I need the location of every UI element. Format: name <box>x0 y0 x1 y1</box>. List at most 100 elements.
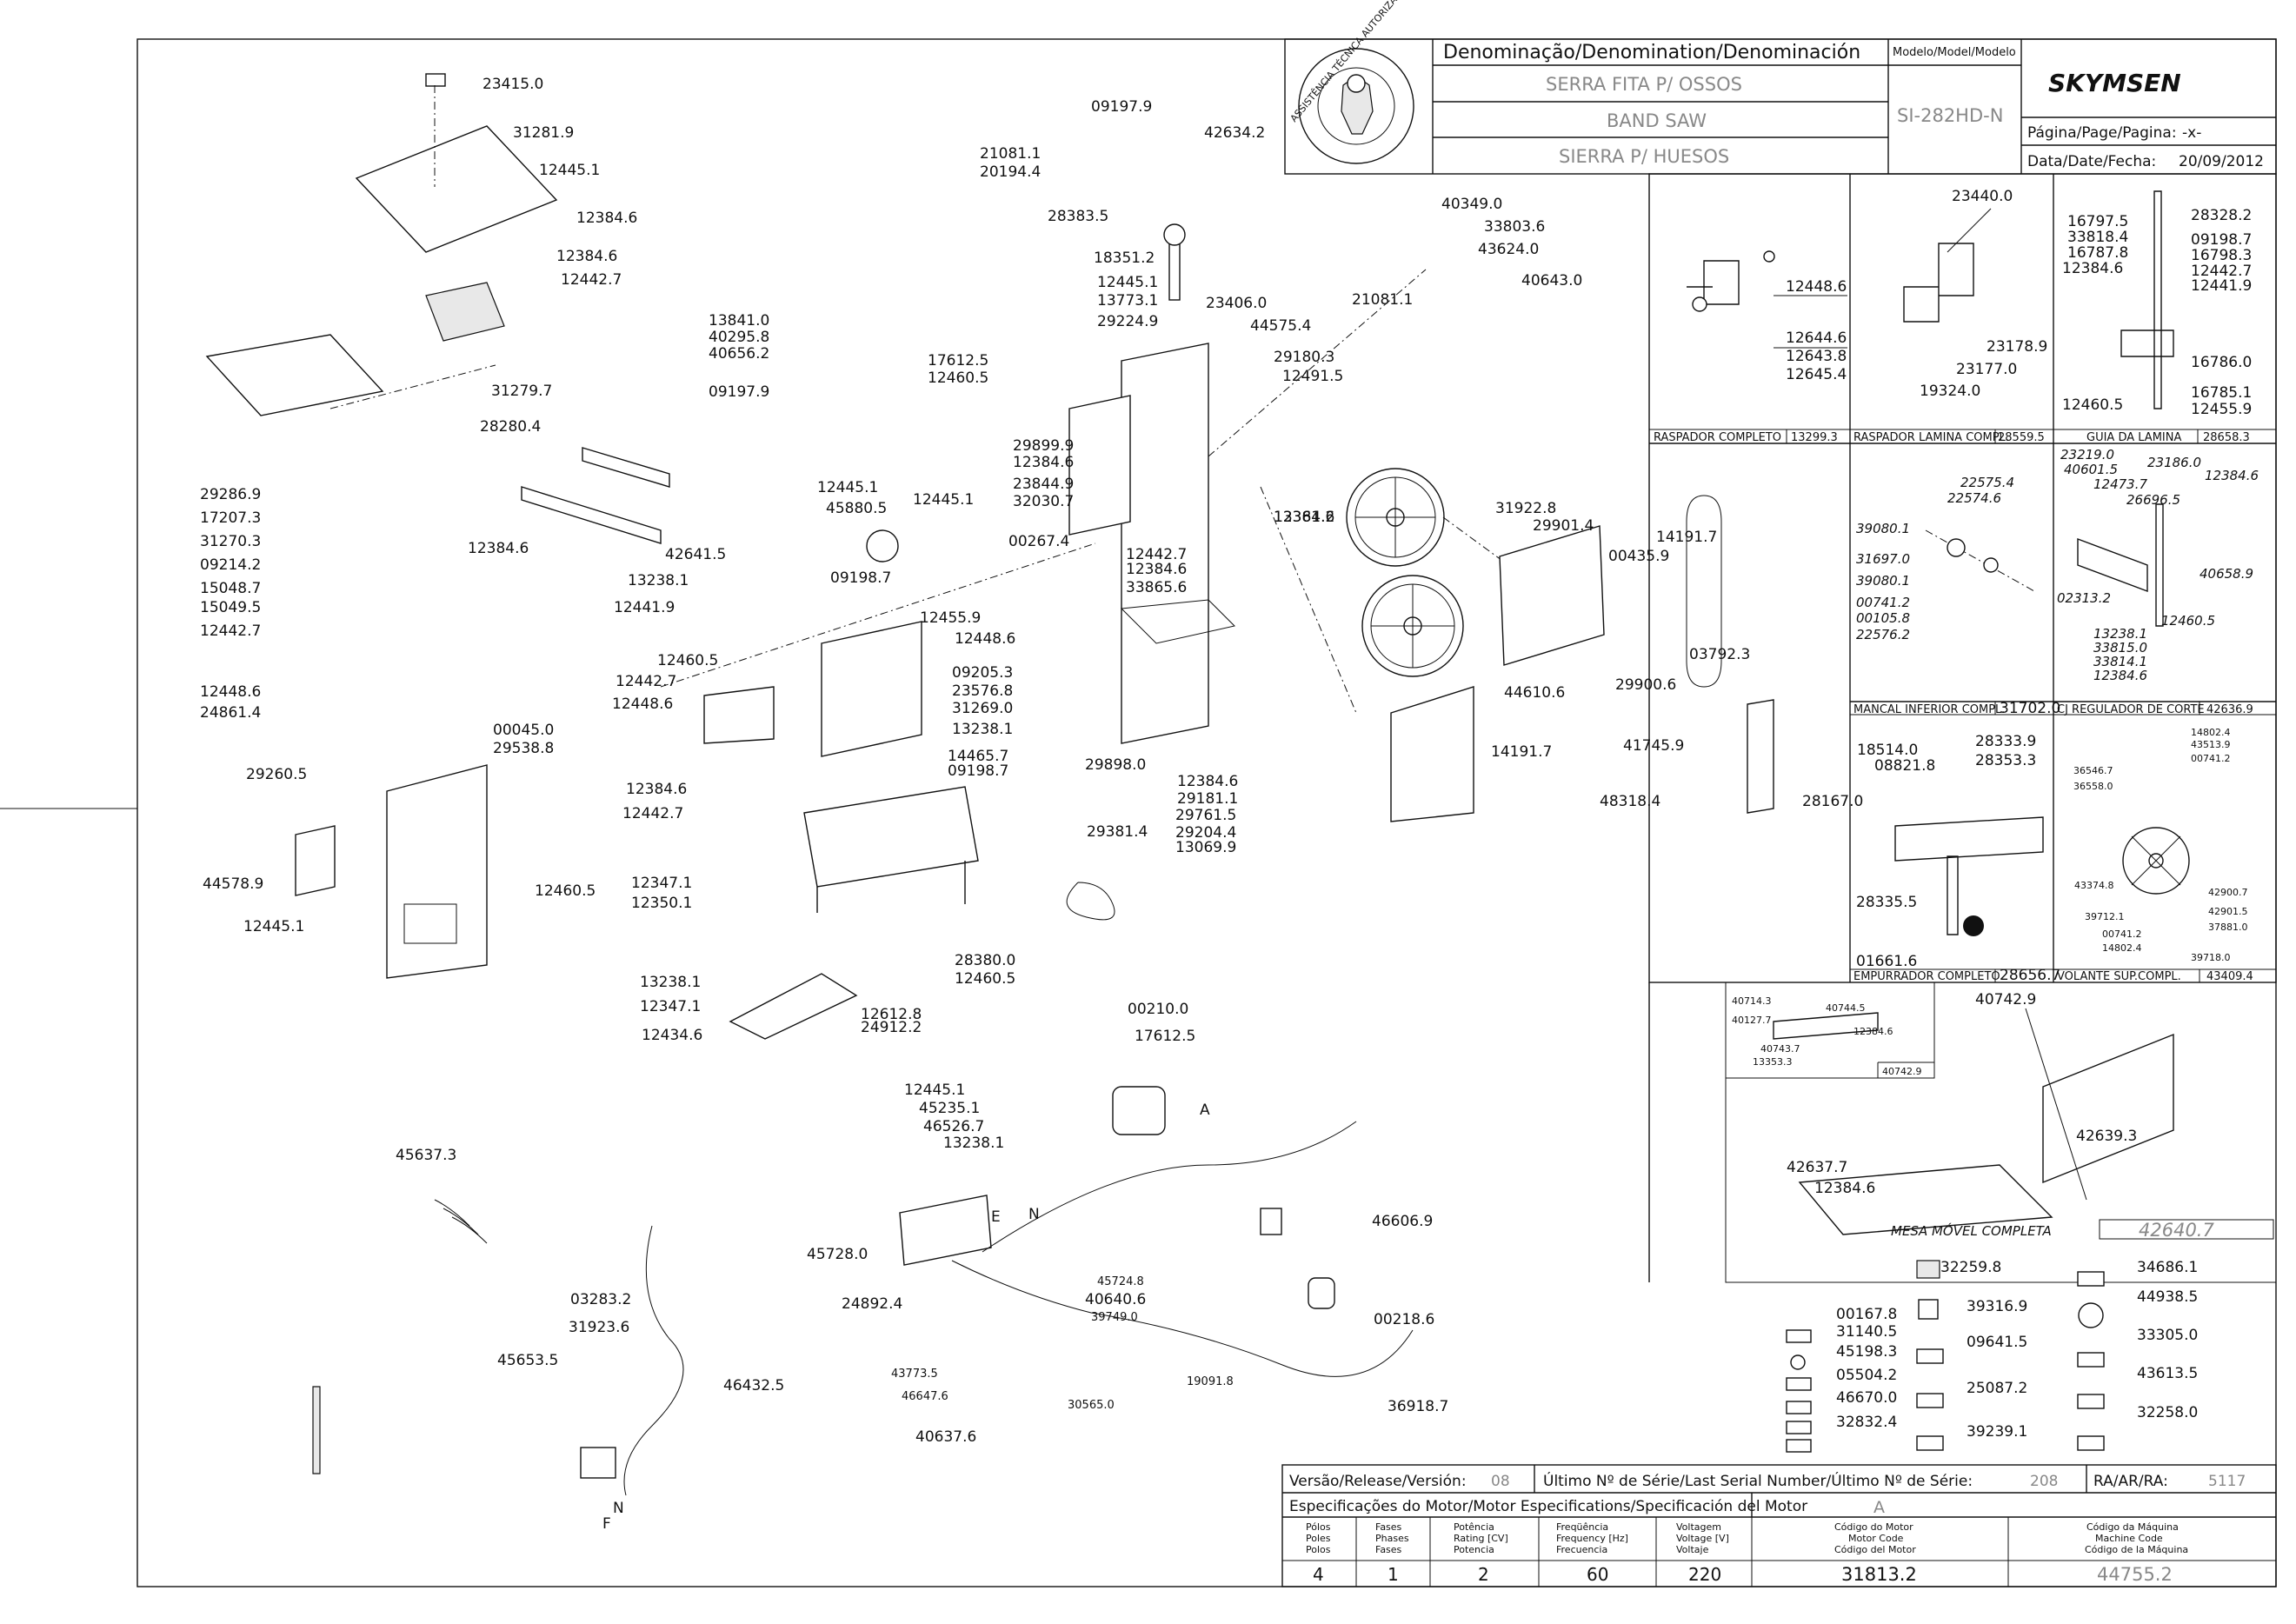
subassembly-code: 42636.9 <box>2206 703 2253 716</box>
wire-label: E <box>991 1208 1001 1226</box>
part-callout: 18351.2 <box>1094 250 1155 267</box>
part-callout: 12445.1 <box>243 918 304 935</box>
part-callout: 40640.6 <box>1085 1291 1146 1308</box>
date-value: 20/09/2012 <box>2179 153 2264 170</box>
col-h2: Machine Code <box>2095 1533 2163 1544</box>
motor-columns: Pólos Poles Polos 4 Fases Phases Fases 1… <box>1306 1521 2188 1585</box>
subassembly-code: 28658.3 <box>2203 431 2250 444</box>
col-h2: Frequency [Hz] <box>1556 1533 1628 1544</box>
subassembly-code: 28559.5 <box>1998 431 2045 444</box>
part-callout: 12445.1 <box>913 491 974 509</box>
part-callout: 12460.5 <box>657 652 718 669</box>
part-label: 12384.6 <box>2205 468 2259 483</box>
part-callout: 12442.7 <box>1126 546 1187 563</box>
part-callout: 24861.4 <box>200 704 261 722</box>
part-label: 33815.0 <box>2093 640 2147 656</box>
part-label: 12644.6 <box>1786 329 1847 347</box>
part-callout: 29899.9 <box>1013 437 1074 455</box>
part-callout: 31923.6 <box>569 1319 629 1336</box>
part-label: 14802.4 <box>2191 727 2231 738</box>
part-callout: 12442.7 <box>561 271 622 289</box>
part-callout: 29898.0 <box>1085 756 1146 774</box>
part-label: 28333.9 <box>1975 733 2036 750</box>
part-label: 12460.5 <box>2161 613 2215 629</box>
part-label: 13353.3 <box>1753 1056 1793 1068</box>
part-callout: 12448.6 <box>200 683 261 701</box>
part-callout: 46606.9 <box>1372 1213 1433 1230</box>
col-value: 44755.2 <box>2097 1564 2173 1585</box>
part-label: 08821.8 <box>1874 757 1935 775</box>
part-callout: 29901.4 <box>1533 517 1594 535</box>
part-callout: 13361.2 <box>1274 509 1334 526</box>
part-label: 02313.2 <box>2057 590 2111 606</box>
part-callout: 29538.8 <box>493 740 554 757</box>
page-label: Página/Page/Pagina: <box>2027 124 2177 142</box>
part-label: 28335.5 <box>1856 894 1917 911</box>
part-label: 33814.1 <box>2093 654 2147 669</box>
part-callout: 44575.4 <box>1250 317 1311 335</box>
part-callout: 12384.6 <box>1013 454 1074 471</box>
subassembly-name: VOLANTE SUP.COMPL. <box>2057 970 2181 983</box>
part-label: 31697.0 <box>1856 551 1910 567</box>
part-callout: 29180.3 <box>1274 349 1334 366</box>
part-callout: 48318.4 <box>1600 793 1660 810</box>
part-callout: 17207.3 <box>200 509 261 527</box>
part-callout: 12384.6 <box>468 540 529 557</box>
part-callout: 03283.2 <box>570 1291 631 1308</box>
col-h3: Código de la Máquina <box>2085 1544 2188 1555</box>
part-callout: 46526.7 <box>923 1118 984 1135</box>
col-h2: Motor Code <box>1848 1533 1904 1544</box>
part-label: 23440.0 <box>1952 188 2013 205</box>
part-callout: 33803.6 <box>1484 218 1545 236</box>
part-callout: 14191.7 <box>1491 743 1552 761</box>
part-label: 40742.9 <box>1975 991 2036 1008</box>
part-label: 09198.7 <box>2191 231 2252 249</box>
part-label: 40601.5 <box>2064 462 2118 477</box>
part-callout: 13773.1 <box>1097 292 1158 309</box>
col-h3: Fases <box>1375 1544 1402 1555</box>
mesa-name: MESA MÓVEL COMPLETA <box>1891 1222 2052 1239</box>
col-h1: Freqüência <box>1556 1521 1608 1533</box>
part-label: 12441.9 <box>2191 277 2252 295</box>
model-header: Modelo/Model/Modelo <box>1893 46 2016 59</box>
part-callout: 40295.8 <box>709 329 769 346</box>
part-callout: 12441.9 <box>614 599 675 616</box>
part-callout: 12347.1 <box>640 998 701 1015</box>
part-callout: 45728.0 <box>807 1246 868 1263</box>
regulador-corte-parts: 23219.0 40601.5 12473.7 23186.0 12384.6 … <box>2057 447 2259 683</box>
part-callout: 00267.4 <box>1008 533 1069 550</box>
part-callout: 00045.0 <box>493 722 554 739</box>
accessory-code: 34686.1 <box>2137 1259 2198 1276</box>
motor-spec-label: Especificações do Motor/Motor Especifica… <box>1289 1498 1807 1515</box>
accessory-code: 00167.8 <box>1836 1306 1897 1323</box>
part-callout: 44578.9 <box>203 875 263 893</box>
part-callout: 03792.3 <box>1689 646 1750 663</box>
part-callout: 20194.4 <box>980 163 1041 181</box>
col-h2: Voltage [V] <box>1676 1533 1729 1544</box>
col-value: 1 <box>1388 1564 1399 1585</box>
part-label: 16787.8 <box>2067 244 2128 262</box>
part-callout: 12612.8 <box>861 1006 922 1023</box>
raspador-parts: 12448.6 12644.6 12643.8 12645.4 <box>1687 250 1847 383</box>
part-callout: 24912.2 <box>861 1019 922 1036</box>
col-h3: Potencia <box>1454 1544 1494 1555</box>
serial-label: Último Nº de Série/Last Serial Number/Úl… <box>1543 1471 1973 1490</box>
part-callout: 13238.1 <box>943 1135 1004 1152</box>
accessory-code: 32259.8 <box>1940 1259 2001 1276</box>
part-callout: 46647.6 <box>902 1390 948 1403</box>
part-callout: 23415.0 <box>482 76 543 93</box>
accessory-code: 43613.5 <box>2137 1365 2198 1382</box>
part-callout: 14191.7 <box>1656 529 1717 546</box>
part-callout: 12455.9 <box>920 609 981 627</box>
part-label: 00741.2 <box>1856 595 1910 610</box>
part-label: 23177.0 <box>1956 361 2017 378</box>
part-callout: 29181.1 <box>1177 790 1238 808</box>
accessory-code: 45198.3 <box>1836 1343 1897 1361</box>
part-label: 12455.9 <box>2191 401 2252 418</box>
part-callout: 45880.5 <box>826 500 887 517</box>
part-callout: 28383.5 <box>1048 208 1108 225</box>
col-h1: Potência <box>1454 1521 1494 1533</box>
col-h3: Voltaje <box>1676 1544 1709 1555</box>
part-callout: 32030.7 <box>1013 493 1074 510</box>
part-callout: 12384.6 <box>1177 773 1238 790</box>
